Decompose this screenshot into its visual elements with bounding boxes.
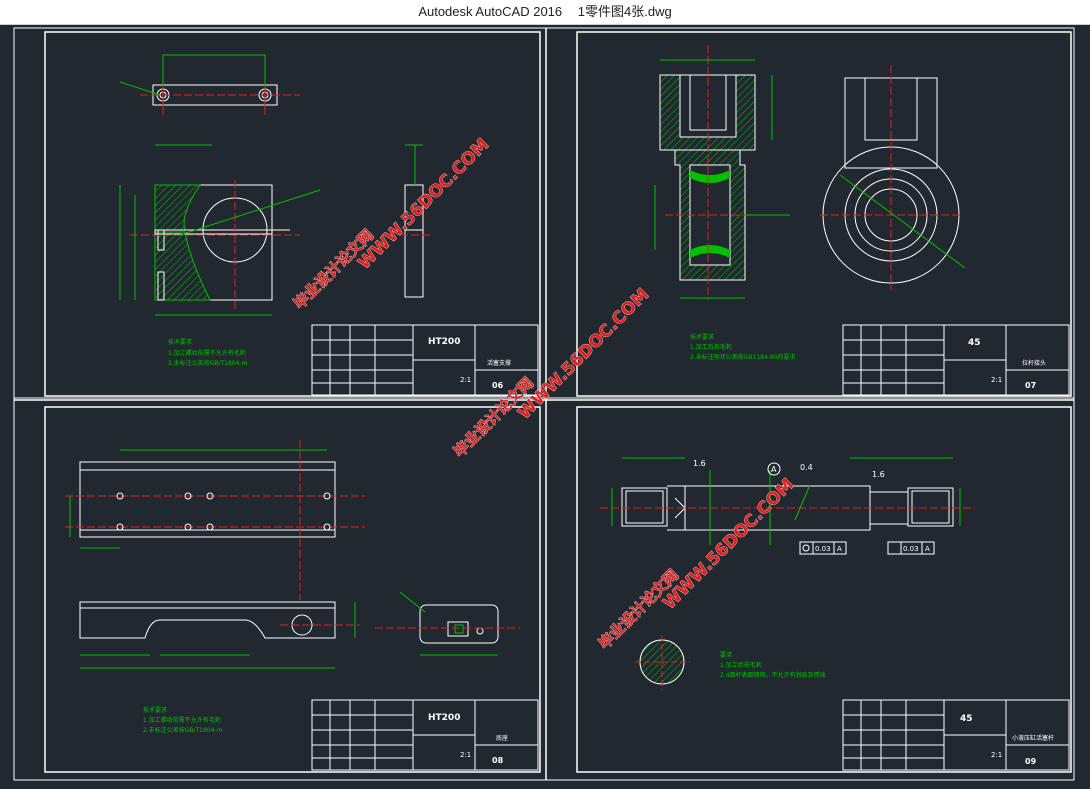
sheet-2-note-0: 技术要求	[690, 333, 714, 341]
watermark-url-1: WWW.56DOC.COM	[354, 135, 493, 274]
sheet-3-border	[44, 406, 541, 773]
sheet-2-drawing-no: 07	[1025, 381, 1036, 390]
part-1-front-view[interactable]	[119, 144, 321, 316]
file-name: 1零件图4张.dwg	[577, 4, 672, 19]
part-3-top-view[interactable]	[65, 440, 365, 600]
roughness-label-1: 1.6	[693, 459, 706, 468]
sheet-2-part-name: 拉杆接头	[1022, 359, 1046, 367]
sheet-1-part-name: 活塞支撑	[487, 359, 511, 367]
tol-ref-2: A	[925, 545, 930, 553]
sheet-2-scale: 2:1	[991, 376, 1002, 384]
sheet-4[interactable]: 1.6 A 0.4 1.6 0.03 A 0.03 A 要求 1.加工后去毛刺 …	[576, 406, 1072, 773]
sheet-1-border	[44, 31, 541, 397]
watermark-url-3: WWW.56DOC.COM	[659, 475, 798, 614]
sheet-4-scale: 2:1	[991, 751, 1002, 759]
part-4-shaft-view[interactable]	[600, 457, 975, 545]
sheet-2-material: 45	[968, 338, 981, 348]
tolerance-frame-2[interactable]: 0.03 A	[887, 541, 935, 555]
tolerance-frame-1[interactable]: 0.03 A	[799, 541, 847, 555]
sheet-4-material: 45	[960, 714, 973, 724]
part-3-side-view[interactable]	[375, 591, 520, 656]
watermark-url-2: WWW.56DOC.COM	[514, 285, 653, 424]
sheet-1-note-2: 2.未标注公差按GB/T1804-m	[168, 359, 248, 367]
sheet-4-part-name: 小液压缸活塞杆	[1012, 734, 1054, 742]
sheet-1-scale: 2:1	[460, 376, 471, 384]
sheet-3-note-0: 技术要求	[143, 706, 167, 714]
part-3-front-view[interactable]	[79, 601, 360, 669]
part-1-side-view[interactable]	[400, 144, 430, 298]
sheet-4-drawing-no: 09	[1025, 757, 1037, 766]
sheet-4-note-2: 2.4面杆表面镀铬，不允许有划痕及锈蚀	[720, 671, 826, 679]
sheet-3-note-2: 2.未标注公差按GB/T1804-m	[143, 726, 223, 734]
sheet-1-drawing-no: 06	[492, 381, 504, 390]
sheet-4-note-0: 要求	[720, 651, 732, 659]
roughness-label-3: 1.6	[872, 470, 885, 479]
sheet-1-note-1: 1.加工螺纹前需不允许有毛刺	[168, 349, 246, 357]
tol-value-1: 0.03	[815, 545, 831, 553]
roughness-label-2: 0.4	[800, 463, 813, 472]
sheet-1-note-0: 技术要求	[168, 338, 192, 346]
sheet-4-border	[576, 406, 1072, 773]
title-bar: Autodesk AutoCAD 2016 1零件图4张.dwg	[0, 0, 1090, 25]
part-1-top-view[interactable]	[119, 54, 300, 115]
title-block-4[interactable]: 45 2:1 小液压缸活塞杆 09	[842, 699, 1070, 771]
tol-ref-1: A	[837, 545, 842, 553]
app-title: Autodesk AutoCAD 2016	[418, 4, 563, 19]
sheet-3-material: HT200	[428, 713, 460, 723]
sheet-3[interactable]: 技术要求 1.加工螺纹前需不允许有毛刺 2.未标注公差按GB/T1804-m H…	[44, 406, 541, 773]
sheet-1[interactable]: 技术要求 1.加工螺纹前需不允许有毛刺 2.未标注公差按GB/T1804-m H…	[44, 31, 541, 397]
outer-frame	[13, 27, 1075, 781]
sheet-3-part-name: 底座	[496, 734, 508, 742]
part-2-section-view[interactable]	[654, 45, 790, 300]
sheet-2-note-1: 1.加工后去毛刺	[690, 343, 732, 351]
sheet-3-drawing-no: 08	[492, 756, 504, 765]
sheet-2-note-2: 2.未标注形状公差按GB1184-80的要求	[690, 353, 796, 361]
drawing-canvas[interactable]: 技术要求 1.加工螺纹前需不允许有毛刺 2.未标注公差按GB/T1804-m H…	[0, 24, 1090, 785]
title-block-1[interactable]: HT200 2:1 活塞支撑 06	[311, 324, 539, 396]
sheet-1-material: HT200	[428, 337, 460, 347]
title-block-2[interactable]: 45 2:1 拉杆接头 07	[842, 324, 1070, 396]
sheet-4-note-1: 1.加工后去毛刺	[720, 661, 762, 669]
part-2-side-view[interactable]	[820, 65, 966, 290]
part-4-section[interactable]	[635, 635, 690, 690]
sheet-2-border	[576, 31, 1072, 397]
datum-label: A	[771, 465, 777, 474]
sheet-3-note-1: 1.加工螺纹前需不允许有毛刺	[143, 716, 221, 724]
window-title: Autodesk AutoCAD 2016 1零件图4张.dwg	[0, 0, 1090, 24]
sheet-3-scale: 2:1	[460, 751, 471, 759]
tol-value-2: 0.03	[903, 545, 919, 553]
sheet-2[interactable]: 技术要求 1.加工后去毛刺 2.未标注形状公差按GB1184-80的要求 45 …	[576, 31, 1072, 397]
title-block-3[interactable]: HT200 2:1 底座 08	[311, 699, 539, 771]
